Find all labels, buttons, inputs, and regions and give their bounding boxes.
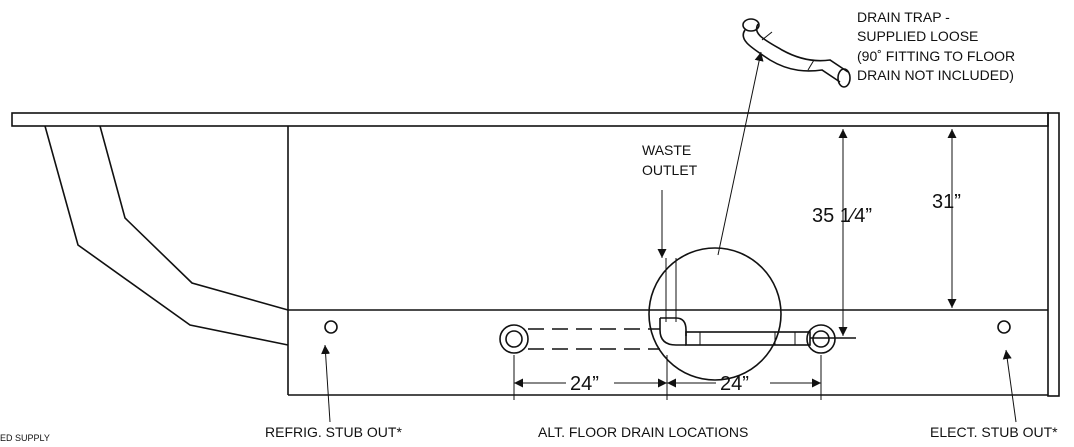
- alt-floor-drain-label: ALT. FLOOR DRAIN LOCATIONS: [538, 424, 748, 440]
- drain-trap-icon: [742, 18, 851, 88]
- dim-left-label: 24”: [570, 373, 599, 395]
- dim-total-label: 35 1⁄4”: [812, 205, 872, 227]
- corner-fragment-label: ED SUPPLY: [0, 433, 50, 442]
- leg-bracket-inner: [99, 125, 289, 311]
- elect-stub-label: ELECT. STUB OUT*: [930, 424, 1058, 440]
- refrig-stub-circle: [324, 320, 338, 334]
- leg-bracket: [44, 125, 289, 346]
- dim-inner-label: 31”: [932, 191, 961, 213]
- alt-drain-left-outer: [499, 324, 529, 354]
- drain-trap-label-3: (90˚ FITTING TO FLOOR: [857, 48, 1015, 64]
- waste-outlet-label-2: OUTLET: [642, 162, 698, 178]
- alt-drain-right-inner: [812, 330, 830, 348]
- drain-trap-label-4: DRAIN NOT INCLUDED): [857, 67, 1014, 83]
- elect-stub-circle: [997, 320, 1011, 334]
- counter-top: [11, 112, 1049, 127]
- drain-trap-label-1: DRAIN TRAP -: [857, 9, 950, 25]
- alt-drain-right-outer: [806, 324, 836, 354]
- refrig-leader: [321, 344, 331, 423]
- drain-trap-label-2: SUPPLIED LOOSE: [857, 28, 978, 44]
- pipe-elbow: [659, 317, 687, 346]
- waste-outlet-label-1: WASTE: [642, 142, 691, 158]
- drain-trap-leader: [717, 51, 764, 256]
- alt-drain-left-inner: [505, 330, 523, 348]
- refrig-stub-label: REFRIG. STUB OUT*: [265, 424, 402, 440]
- dim-right-label: 24”: [720, 373, 749, 395]
- end-panel: [1047, 112, 1060, 397]
- horizontal-drain-pipe: [685, 331, 811, 346]
- elect-leader: [1002, 349, 1017, 423]
- detail-circle: [648, 247, 782, 381]
